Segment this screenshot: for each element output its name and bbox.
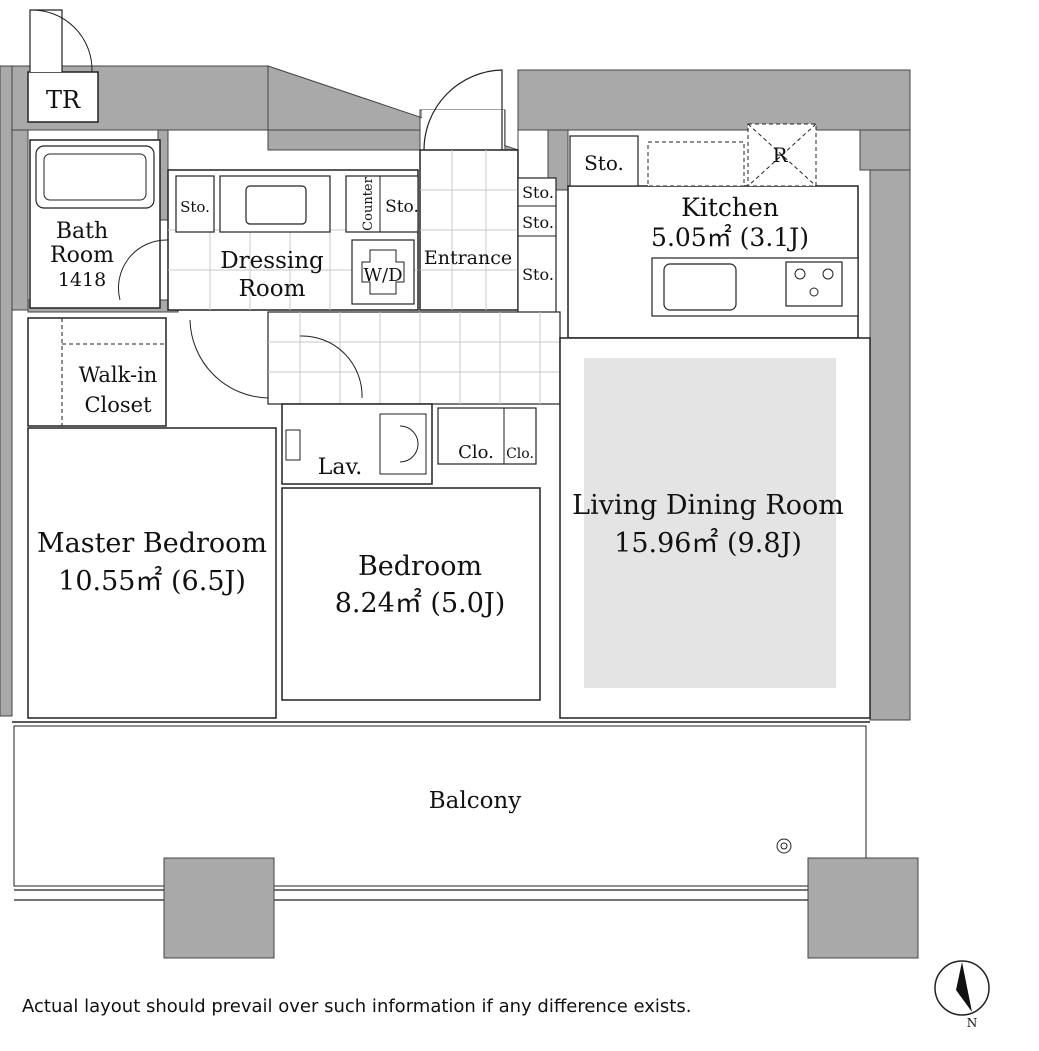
master-label: Master Bedroom — [37, 528, 267, 559]
lavatory: Lav. — [281, 403, 433, 485]
wd-label: W/D — [364, 265, 403, 286]
bedroom: Bedroom 8.24㎡ (5.0J) — [281, 487, 541, 701]
toilet — [379, 413, 427, 475]
dressing-label-2: Room — [239, 276, 306, 302]
kitchen-area: 5.05㎡ (3.1J) — [651, 223, 809, 252]
bath-label-2: Room — [50, 243, 114, 268]
clo-label-1: Clo. — [458, 442, 494, 463]
bath-label: Bath — [56, 219, 108, 244]
sto-label-e1: Sto. — [522, 183, 554, 202]
exterior-walls — [0, 65, 911, 721]
walkin-label-2: Closet — [84, 393, 152, 417]
sto-label-e2: Sto. — [522, 213, 554, 232]
refrigerator-label: R — [772, 143, 788, 167]
compass: N — [934, 960, 990, 1030]
bathtub — [35, 145, 155, 209]
bedroom-area: 8.24㎡ (5.0J) — [335, 588, 506, 619]
balcony: Balcony — [13, 725, 919, 959]
entrance-hall: Entrance Sto. Sto. Sto. — [419, 149, 557, 317]
dressing-label: Dressing — [220, 248, 324, 274]
walkin-label: Walk-in — [79, 363, 158, 387]
bath-size: 1418 — [58, 269, 106, 291]
bedroom-label: Bedroom — [358, 551, 482, 582]
kitchen-sink — [663, 263, 737, 311]
bath-room: Bath Room 1418 — [29, 139, 169, 309]
sto-label-counter: Sto. — [385, 197, 419, 217]
ldr-label: Living Dining Room — [572, 490, 844, 521]
master-bedroom: Master Bedroom 10.55㎡ (6.5J) — [27, 427, 277, 719]
counter-label: Counter — [361, 176, 376, 230]
sto-label-kitchen: Sto. — [584, 151, 624, 175]
sto-label-e3: Sto. — [522, 265, 554, 284]
entrance-label: Entrance — [424, 247, 512, 269]
disclaimer-text: Actual layout should prevail over such i… — [22, 996, 692, 1017]
walk-in-closet: Walk-in Closet — [27, 317, 167, 427]
living-dining-room: Living Dining Room 15.96㎡ (9.8J) — [559, 337, 871, 719]
lav-label: Lav. — [318, 455, 363, 480]
tr-room: TR — [27, 9, 99, 123]
entrance-door[interactable] — [422, 69, 504, 151]
ldr-area: 15.96㎡ (9.8J) — [614, 528, 802, 559]
vanity — [219, 175, 331, 233]
tr-label: TR — [46, 86, 81, 114]
north-arrow-icon — [956, 962, 972, 1012]
master-area: 10.55㎡ (6.5J) — [58, 566, 246, 597]
kitchen: Sto. R Kitchen 5.05㎡ (3.1J) — [567, 123, 859, 339]
dressing-room: Sto. Dressing Room Counter Sto. W/D — [167, 169, 419, 311]
compass-label: N — [967, 1016, 978, 1030]
bedroom-closets: Clo. Clo. — [437, 407, 537, 465]
gas-stove — [785, 261, 843, 307]
sto-label-dressing: Sto. — [180, 198, 210, 216]
clo-label-2: Clo. — [506, 446, 534, 462]
kitchen-label: Kitchen — [681, 193, 779, 222]
balcony-label: Balcony — [429, 788, 522, 814]
